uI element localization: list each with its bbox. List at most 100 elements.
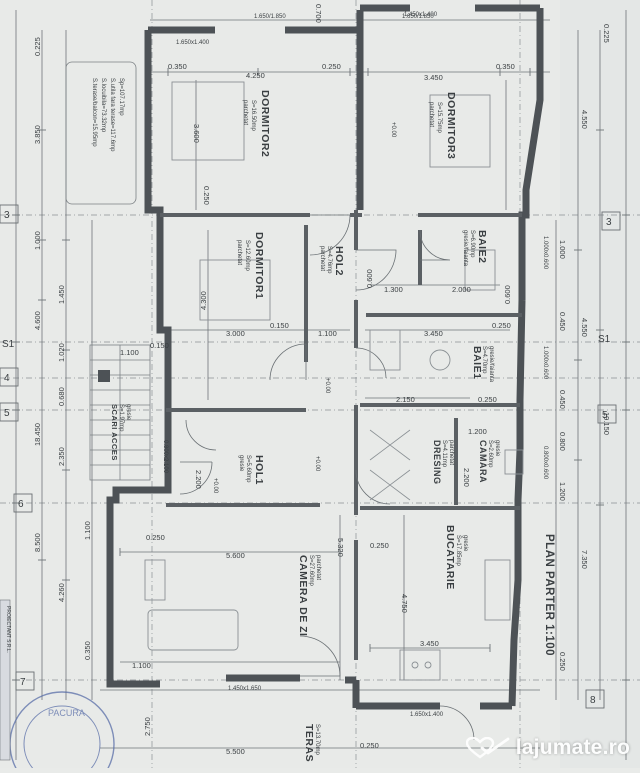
dim-int-10: 3.450 — [424, 329, 443, 338]
dim-int-18: 2.200 — [462, 468, 471, 487]
legend-line-1: Sp=107.17mp — [118, 78, 124, 116]
svg-text:DRESING: DRESING — [432, 440, 442, 485]
svg-text:S=1.97mp: S=1.97mp — [118, 404, 124, 432]
svg-text:parchetat: parchetat — [428, 102, 434, 127]
dim-int-19: 5.600 — [226, 551, 245, 560]
svg-text:gresie/faianta: gresie/faianta — [488, 346, 494, 383]
dim-top-5: 0.350 — [496, 62, 515, 71]
svg-text:S=17.85mp: S=17.85mp — [455, 535, 461, 567]
svg-text:S=12.60mp: S=12.60mp — [244, 240, 250, 272]
svg-text:parchetat: parchetat — [315, 555, 321, 580]
dim-int-8: 0.150 — [270, 321, 289, 330]
svg-text:S=4.70mp: S=4.70mp — [481, 346, 487, 374]
walls — [106, 4, 544, 710]
room-dresing: DRESING S=4.11mp parchetat — [432, 440, 454, 485]
elevation-mark: +0.00 — [324, 378, 330, 394]
dim-top-small-2: 1.650/1.850 — [402, 14, 434, 20]
axis-left-s1: S1 — [2, 339, 15, 350]
svg-text:S=13.70mp: S=13.70mp — [314, 724, 320, 756]
dim-top-3: 0.250 — [322, 62, 341, 71]
title-block: PROIECTANT S.R.L. — [0, 599, 11, 761]
dim-left-10: 8.500 — [33, 533, 42, 552]
dim-left-9: 1.100 — [83, 521, 92, 540]
window-size: 1.650x1.400 — [410, 712, 444, 718]
svg-text:BAIE1: BAIE1 — [471, 346, 483, 379]
axis-left-5: 5 — [4, 408, 10, 419]
dim-int-2: 4.300 — [199, 291, 208, 310]
axis-left-7: 7 — [20, 677, 26, 688]
dim-left-7: 18.450 — [33, 423, 42, 446]
axis-bubbles: 3 S1 4 5 6 7 3 S1 5 8 — [0, 204, 621, 709]
room-dormitor1: DORMITOR1 S=12.60mp parchetat — [236, 232, 265, 299]
elevation-mark: +0.00 — [314, 456, 320, 472]
dim-left-8: 2.350 — [57, 447, 66, 466]
dim-left-11: 4.260 — [57, 583, 66, 602]
svg-text:DORMITOR1: DORMITOR1 — [253, 232, 265, 299]
svg-text:parchetat: parchetat — [242, 100, 248, 125]
window-size: 1.000x0.600 — [542, 236, 548, 270]
elevation-mark: +0.00 — [390, 122, 396, 138]
room-labels: DORMITOR2 S=16.50mp parchetat DORMITOR3 … — [110, 90, 555, 762]
watermark: lajumate.ro — [465, 736, 630, 760]
dim-right-1: 4.550 — [580, 110, 589, 129]
dim-top-1: 0.350 — [168, 62, 187, 71]
axis-left-3: 3 — [4, 210, 10, 221]
dim-left-2: 1.000 — [33, 231, 42, 250]
svg-text:CAMARA: CAMARA — [478, 440, 488, 483]
plan-title: PLAN PARTER 1:100 — [543, 534, 555, 656]
window-size: 1.650x1.400 — [176, 40, 210, 46]
dim-int-11: 0.250 — [492, 321, 511, 330]
svg-text:S=16.50mp: S=16.50mp — [250, 100, 256, 132]
dim-top-small-1: 1.650/1.850 — [254, 14, 286, 20]
axis-right-s1: S1 — [598, 334, 611, 345]
window-size: 0.800x2.100 — [162, 440, 168, 474]
svg-text:PROIECTANT S.R.L.: PROIECTANT S.R.L. — [5, 606, 11, 653]
dim-right-2: 1.000 — [558, 240, 567, 259]
legend-line-2: S.utila fara terase=117.6mp — [109, 78, 115, 152]
svg-text:PLAN PARTER 1:100: PLAN PARTER 1:100 — [543, 534, 555, 656]
dim-int-21: 4.750 — [400, 594, 409, 613]
svg-text:gresie: gresie — [494, 440, 500, 457]
svg-text:S=5.60mp: S=5.60mp — [245, 455, 251, 483]
svg-text:gresie: gresie — [125, 404, 131, 421]
dim-int-1: 0.250 — [202, 186, 211, 205]
dim-right-7: 19.150 — [602, 412, 611, 435]
furniture — [89, 81, 524, 681]
window-size: 0.800x0.600 — [542, 446, 548, 480]
dim-int-0: 3.600 — [192, 124, 201, 143]
legend-line-3: S.locuibila=73.32mp — [100, 78, 106, 133]
door-swings — [179, 214, 475, 741]
dim-left-4: 4.600 — [33, 311, 42, 330]
dim-top-4: 3.450 — [424, 73, 443, 82]
svg-text:S=6.90mp: S=6.90mp — [469, 230, 475, 258]
svg-text:S=4.11mp: S=4.11mp — [441, 440, 447, 468]
dim-left-0: 0.225 — [33, 37, 42, 56]
dim-left-5: 1.020 — [57, 343, 66, 362]
dim-right-9: 7.350 — [580, 550, 589, 569]
axis-right-3: 3 — [606, 217, 612, 228]
room-scari-acces: SCARI ACCES S=1.97mp gresie — [110, 404, 131, 461]
dim-int-16: 1.100 — [120, 348, 139, 357]
svg-text:DORMITOR2: DORMITOR2 — [259, 90, 271, 157]
dim-right-0: 0.225 — [602, 24, 611, 43]
room-dormitor3: DORMITOR3 S=15.75mp parchetat — [428, 92, 457, 159]
svg-text:TERAS: TERAS — [303, 724, 315, 762]
window-size: 1.450x1.650 — [228, 686, 262, 692]
dim-left-12: 0.350 — [83, 641, 92, 660]
dim-left-6: 0.680 — [57, 387, 66, 406]
dim-int-3: 1.300 — [384, 285, 403, 294]
dim-int-4: 2.000 — [452, 285, 471, 294]
dim-int-23: 1.100 — [132, 661, 151, 670]
legend-box: Sp=107.17mp S.utila fara terase=117.6mp … — [65, 61, 137, 205]
svg-text:S=15.75mp: S=15.75mp — [436, 102, 442, 134]
dim-left-1: 3.850 — [33, 125, 42, 144]
dim-int-7: 3.000 — [226, 329, 245, 338]
svg-text:gresie: gresie — [462, 535, 468, 552]
dim-right-6: 0.450 — [558, 390, 567, 409]
room-camera-de-zi: CAMERA DE ZI S=27.60mp parchetat — [297, 555, 321, 636]
dim-int-15: 1.200 — [468, 427, 487, 436]
dimension-texts: 0.350 4.250 0.250 3.450 0.350 1.650/1.85… — [33, 4, 611, 756]
room-baie2: BAIE2 S=6.90mp gresie/faianta — [462, 230, 488, 267]
dim-right-5: 0.800 — [558, 432, 567, 451]
